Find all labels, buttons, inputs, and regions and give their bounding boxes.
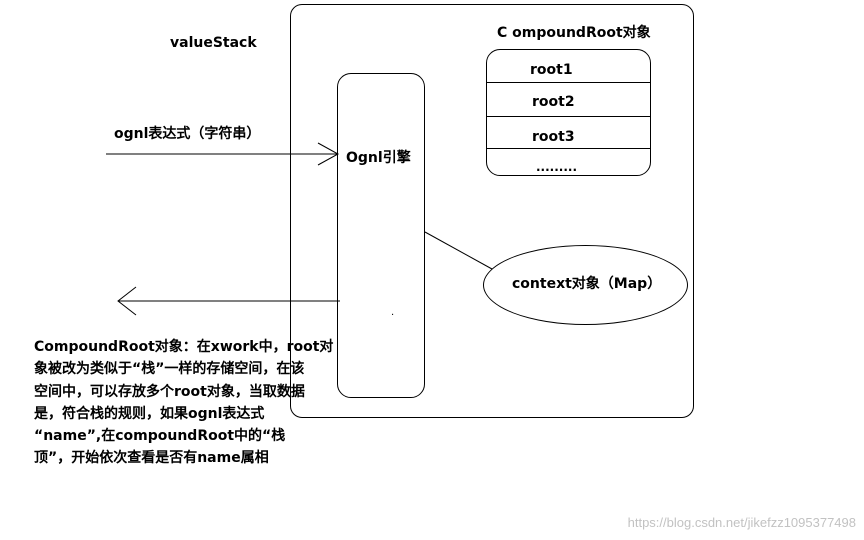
root-item-1: root1 bbox=[530, 62, 573, 78]
context-ellipse bbox=[483, 245, 688, 325]
compound-root-notes: CompoundRoot对象：在xwork中，root对 象被改为类似于“栈”一… bbox=[34, 339, 334, 467]
compound-root-box bbox=[486, 49, 651, 176]
ognl-engine-dot: . bbox=[391, 307, 395, 318]
ognl-expression-label: ognl表达式（字符串） bbox=[114, 126, 261, 142]
output-arrow bbox=[117, 286, 340, 316]
engine-context-line bbox=[424, 231, 493, 270]
root-divider bbox=[487, 82, 650, 83]
watermark: https://blog.csdn.net/jikefzz1095377498 bbox=[627, 515, 856, 530]
root-item-3: root3 bbox=[532, 129, 575, 145]
root-item-2: root2 bbox=[532, 94, 575, 110]
context-label: context对象（Map） bbox=[512, 276, 662, 292]
root-item-ellipsis: ......... bbox=[536, 160, 578, 174]
value-stack-box bbox=[290, 4, 694, 418]
ognl-engine-label: Ognl引擎 bbox=[346, 150, 411, 166]
compound-root-title: C ompoundRoot对象 bbox=[497, 25, 651, 41]
ognl-engine-box bbox=[337, 73, 425, 398]
root-divider bbox=[487, 116, 650, 117]
root-divider bbox=[487, 148, 650, 149]
input-arrow bbox=[106, 142, 340, 166]
value-stack-title: valueStack bbox=[170, 35, 257, 51]
